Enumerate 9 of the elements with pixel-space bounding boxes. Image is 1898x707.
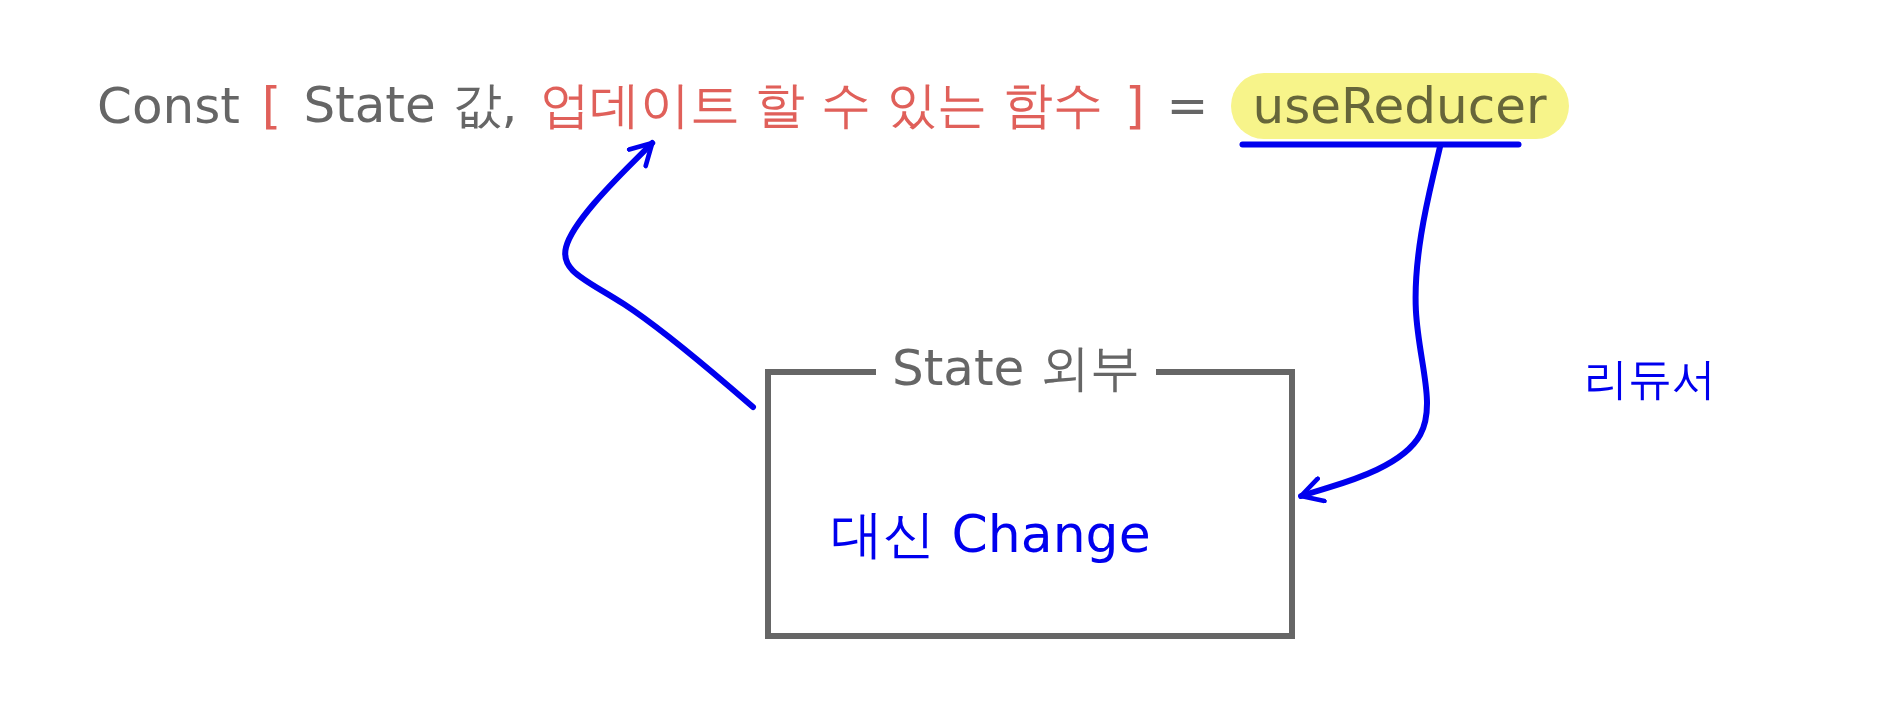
code-text: 업데이트 할 수 있는 함수: [539, 72, 1104, 139]
box-text: 대신 Change: [831, 503, 1151, 566]
highlighted-code-text: useReducer: [1230, 72, 1569, 139]
code-text: Const: [97, 76, 240, 135]
bracket-text: [: [261, 76, 282, 135]
code-text: State 값,: [303, 75, 518, 136]
bracket-text: ]: [1125, 76, 1145, 135]
arrow: [562, 140, 756, 410]
code-text: =: [1166, 76, 1209, 135]
